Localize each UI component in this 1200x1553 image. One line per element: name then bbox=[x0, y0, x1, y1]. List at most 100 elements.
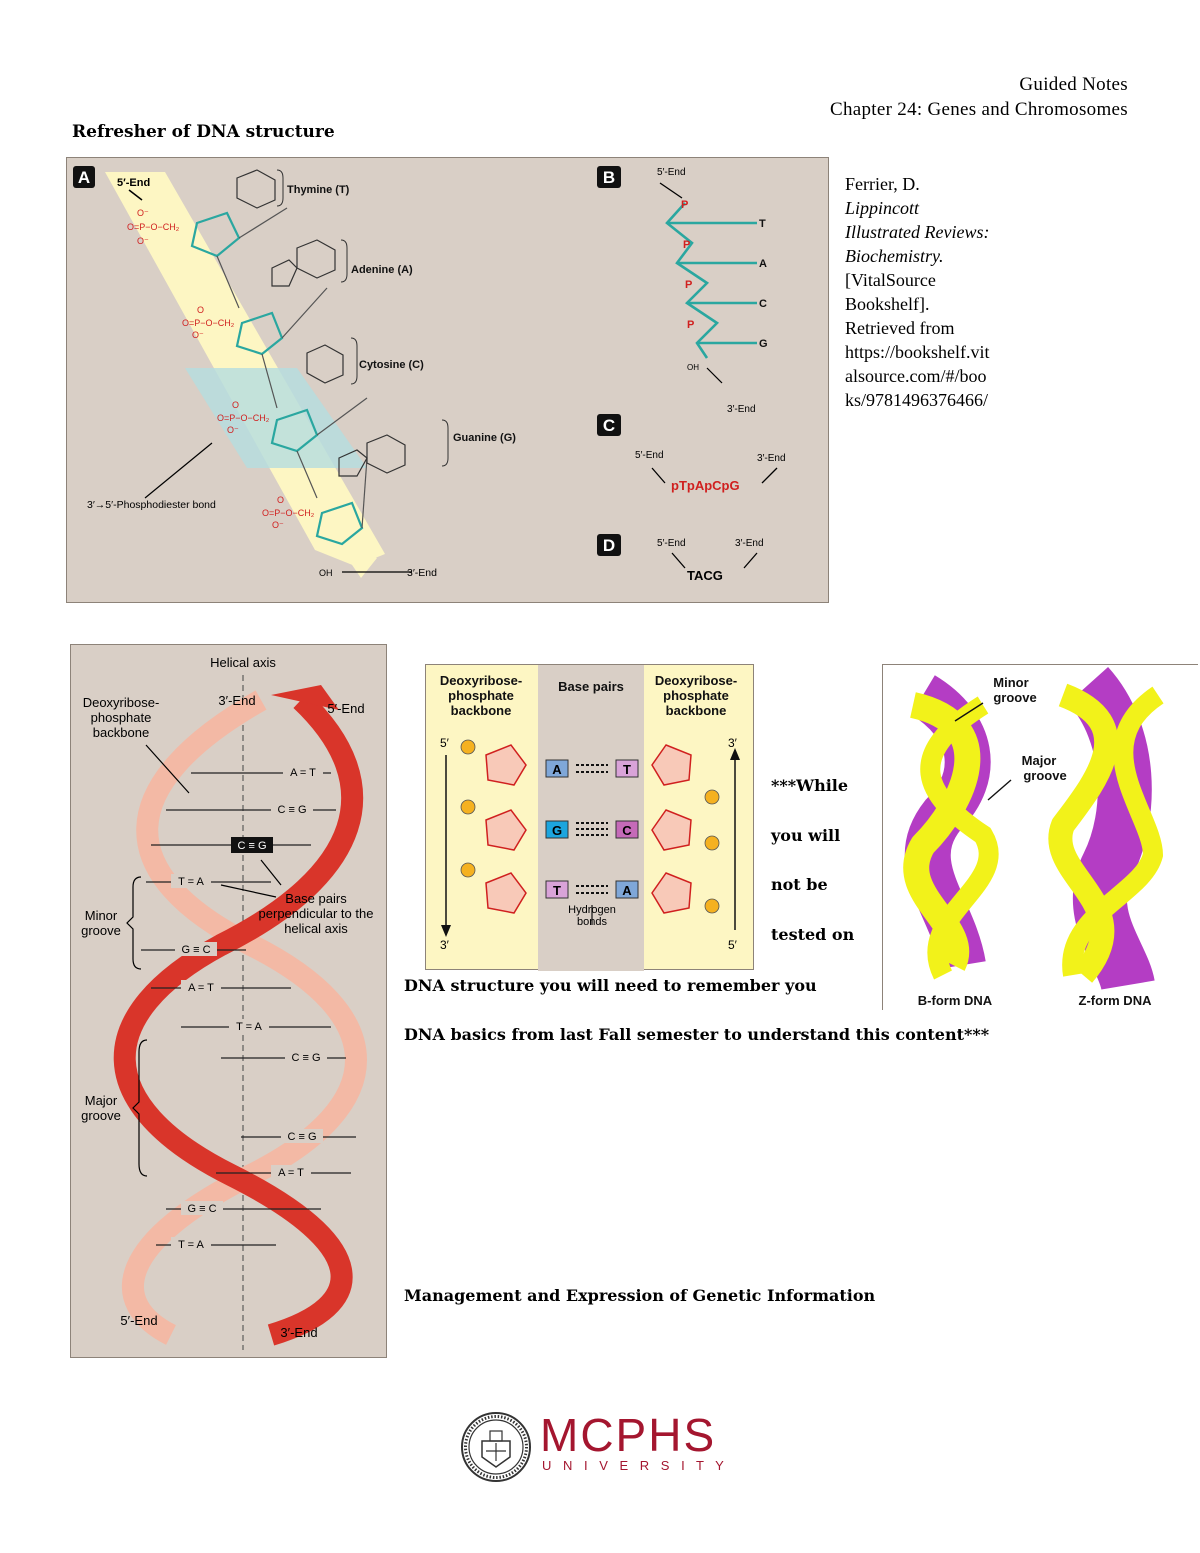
svg-text:O⁻: O⁻ bbox=[192, 330, 204, 340]
b-form-label: B-form DNA bbox=[918, 993, 993, 1008]
panel-b-p4: P bbox=[687, 319, 694, 331]
pair-3: C ≡ G bbox=[237, 840, 266, 852]
panel-a-badge bbox=[73, 166, 95, 188]
seal-icon bbox=[461, 1412, 531, 1482]
mcphs-logo: MCPHS U N I V E R S I T Y bbox=[460, 1408, 750, 1486]
panel-a-3end: 3′-End bbox=[407, 567, 437, 579]
helix-5end-top: 5′-End bbox=[327, 701, 364, 716]
panel-c-badge bbox=[597, 414, 621, 436]
citation-url-3: ks/9781496376466/ bbox=[845, 390, 989, 410]
helix-3end-bottom: 3′-End bbox=[280, 1325, 317, 1340]
panel-c-sequence: pTpApCpG bbox=[671, 478, 740, 493]
panel-b-p1: P bbox=[681, 199, 688, 211]
note-sentence-1: DNA structure you will need to remember … bbox=[404, 976, 817, 995]
base-thymine: Thymine (T) bbox=[287, 184, 350, 196]
panel-b-base-c: C bbox=[759, 298, 767, 310]
svg-text:O=P−O−CH₂: O=P−O−CH₂ bbox=[182, 318, 235, 328]
base-pairs-figure: Deoxyribose- phosphate backbone Base pai… bbox=[425, 664, 754, 971]
pair-8: C ≡ G bbox=[291, 1052, 320, 1064]
note-line-4: tested on bbox=[771, 925, 855, 944]
logo-sub: U N I V E R S I T Y bbox=[542, 1458, 728, 1473]
groove-figure: Minor groove Major groove B-form DNA Z-f… bbox=[882, 664, 1199, 1011]
panel-c-5end: 5′-End bbox=[635, 450, 664, 461]
groove-minor-2: groove bbox=[993, 690, 1036, 705]
helical-axis-label: Helical axis bbox=[210, 655, 276, 670]
pair-10: A = T bbox=[278, 1167, 304, 1179]
pair-row3-right: A bbox=[622, 883, 632, 898]
pair-11: G ≡ C bbox=[187, 1203, 216, 1215]
panel-a-oh: OH bbox=[319, 568, 333, 578]
panel-b-base-g: G bbox=[759, 338, 768, 350]
header-line1: Guided Notes bbox=[1019, 74, 1128, 95]
pair-4: T = A bbox=[178, 876, 204, 888]
panel-b-badge bbox=[597, 166, 621, 188]
pair-row3-left: T bbox=[553, 883, 561, 898]
base-rings bbox=[236, 169, 406, 477]
pentagons bbox=[485, 744, 692, 914]
citation-line-1: [VitalSource bbox=[845, 270, 936, 290]
panel-b-base-t: T bbox=[759, 218, 766, 230]
strand-back bbox=[121, 690, 367, 1345]
bottom-heading: Management and Expression of Genetic Inf… bbox=[404, 1286, 876, 1305]
svg-text:O: O bbox=[232, 400, 239, 410]
phosphodiester-label: 3′→5′-Phosphodiester bond bbox=[87, 499, 216, 511]
panel-b-letter: B bbox=[603, 168, 615, 187]
citation-author: Ferrier, D. bbox=[845, 174, 920, 194]
pair-5: G ≡ C bbox=[181, 944, 210, 956]
groove-minor-1: Minor bbox=[993, 675, 1028, 690]
pair-6: A = T bbox=[188, 982, 214, 994]
citation-url-1: https://bookshelf.vit bbox=[845, 342, 990, 362]
left-header-3: backbone bbox=[451, 703, 512, 718]
helix-3end-top: 3′-End bbox=[218, 693, 255, 708]
svg-text:O=P−O−CH₂: O=P−O−CH₂ bbox=[262, 508, 315, 518]
citation-title-3: Biochemistry. bbox=[845, 246, 944, 266]
left-3prime: 3′ bbox=[440, 938, 450, 952]
right-3prime: 3′ bbox=[728, 736, 738, 750]
panel-a-5end: 5′-End bbox=[117, 177, 150, 189]
perp-label-3: helical axis bbox=[284, 921, 348, 936]
svg-text:O⁻: O⁻ bbox=[137, 236, 149, 246]
left-5prime: 5′ bbox=[440, 736, 450, 750]
sugar-rings bbox=[190, 211, 364, 546]
major-groove-2: groove bbox=[81, 1108, 121, 1123]
hbond-label-2: bonds bbox=[577, 916, 607, 928]
svg-text:O⁻: O⁻ bbox=[227, 425, 239, 435]
citation-url-2: alsource.com/#/boo bbox=[845, 366, 987, 386]
citation-line-3: Retrieved from bbox=[845, 318, 955, 338]
left-header-2: phosphate bbox=[448, 688, 514, 703]
note-sentence-2: DNA basics from last Fall semester to un… bbox=[404, 1025, 990, 1044]
panel-d-sequence: TACG bbox=[687, 568, 723, 583]
groove-major-2: groove bbox=[1023, 768, 1066, 783]
panel-b-p2: P bbox=[683, 239, 690, 251]
backbone-label-1: Deoxyribose- bbox=[83, 695, 160, 710]
pair-row1-left: A bbox=[552, 762, 562, 777]
helix-5end-bottom: 5′-End bbox=[120, 1313, 157, 1328]
svg-text:O=P−O−CH₂: O=P−O−CH₂ bbox=[127, 222, 180, 232]
section-title: Refresher of DNA structure bbox=[72, 122, 335, 142]
note-line-1: ***While bbox=[771, 776, 849, 795]
svg-text:O=P−O−CH₂: O=P−O−CH₂ bbox=[217, 413, 270, 423]
backbone-label-2: phosphate bbox=[91, 710, 152, 725]
panel-d-letter: D bbox=[603, 536, 615, 555]
z-form-label: Z-form DNA bbox=[1079, 993, 1153, 1008]
mid-header: Base pairs bbox=[558, 679, 624, 694]
panel-c-3end: 3′-End bbox=[757, 453, 786, 464]
highlight-box bbox=[185, 368, 367, 468]
svg-text:O⁻: O⁻ bbox=[137, 208, 149, 218]
citation: Ferrier, D. Lippincott Illustrated Revie… bbox=[845, 172, 1015, 412]
double-helix-figure: Helical axis A = T C ≡ G C ≡ G T = A G ≡… bbox=[70, 644, 387, 1358]
pair-2: C ≡ G bbox=[277, 804, 306, 816]
pair-1: A = T bbox=[290, 767, 316, 779]
panel-d-badge bbox=[597, 534, 621, 556]
pair-7: T = A bbox=[236, 1021, 262, 1033]
pair-row2-left: G bbox=[552, 823, 562, 838]
pair-12: T = A bbox=[178, 1239, 204, 1251]
svg-text:O: O bbox=[277, 495, 284, 505]
svg-text:O: O bbox=[197, 305, 204, 315]
minor-groove-1: Minor bbox=[85, 908, 118, 923]
panel-b-5end: 5′-End bbox=[657, 167, 686, 178]
svg-text:O⁻: O⁻ bbox=[272, 520, 284, 530]
minor-groove-2: groove bbox=[81, 923, 121, 938]
